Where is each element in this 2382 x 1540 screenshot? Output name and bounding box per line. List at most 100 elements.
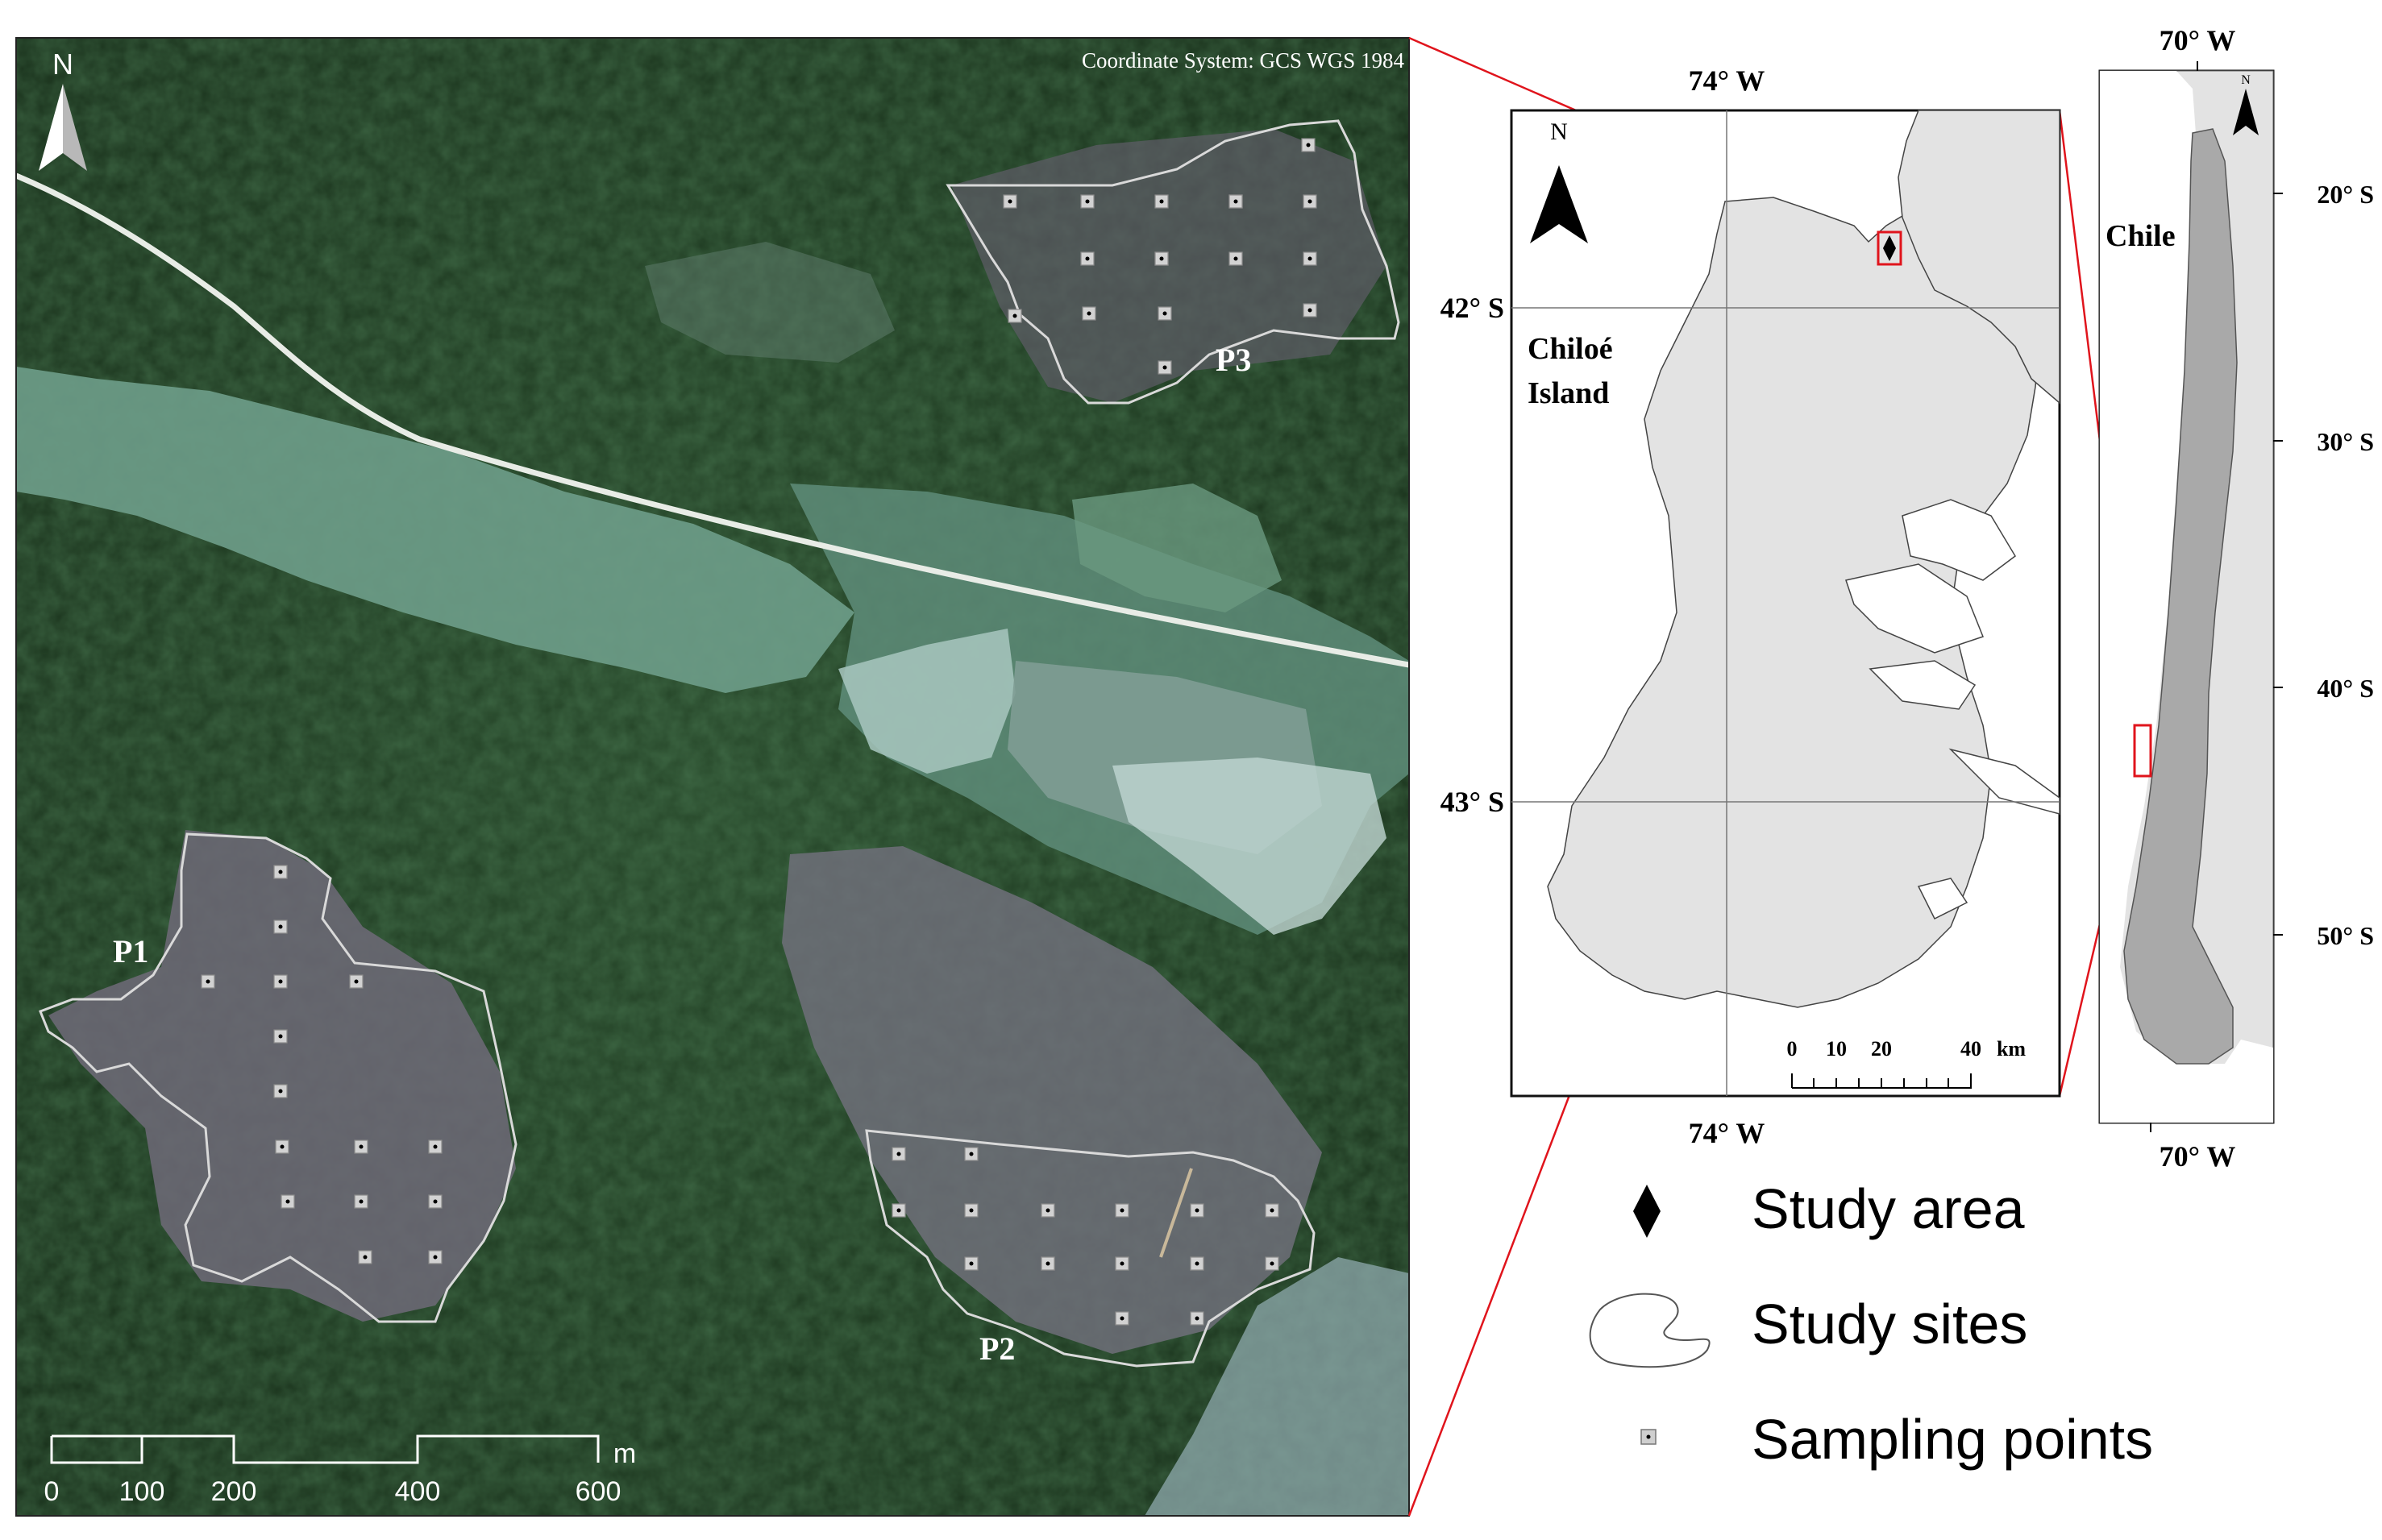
island-bottom-lon: 74° W [1689, 1117, 1765, 1149]
island-lat-43: 43° S [1440, 786, 1504, 818]
island-label-line2: Island [1528, 376, 1609, 410]
sampling-point-dot [1195, 1261, 1199, 1266]
sampling-point-dot [1046, 1261, 1050, 1266]
sampling-point-dot [433, 1144, 438, 1149]
mainland-coast [1898, 110, 2060, 405]
satellite-scalebar-labels: 0 100 200 400 600 m [44, 1438, 637, 1507]
heath-p3 [951, 129, 1386, 403]
site-label-p2: P2 [979, 1330, 1015, 1367]
sampling-point-dot [1159, 256, 1164, 261]
sampling-point-dot [1120, 1261, 1124, 1266]
clearing-north [645, 242, 895, 363]
sampling-point-dot [433, 1199, 438, 1204]
chile-lat-50: 50° S [2317, 921, 2374, 950]
chile-top-lon: 70° W [2160, 24, 2236, 56]
sampling-point-dot [206, 979, 210, 984]
km-tick-10: 10 [1826, 1037, 1847, 1061]
chile-map: N Chile 70° W 70° W 20° S 30° S 40° S 50… [2098, 24, 2374, 1173]
site-p1-outline [39, 832, 518, 1323]
site-p3-outline [946, 119, 1400, 405]
legend: Study area Study sites Sampling points [1589, 1177, 2153, 1471]
island-north-label: N [1550, 118, 1568, 145]
chile-lat-30: 30° S [2317, 427, 2374, 456]
chile-lat-40: 40° S [2317, 674, 2374, 703]
scale-tick-200: 200 [211, 1476, 257, 1507]
field-southeast [1145, 1257, 1409, 1516]
island-scalebar-labels: 0 10 20 40 km [1787, 1037, 2027, 1061]
chile-country-label: Chile [2106, 219, 2176, 253]
sampling-point-dot [1085, 256, 1090, 261]
sampling-point-dot [1233, 199, 1238, 204]
study-area-box [1877, 230, 1902, 266]
legend-sampling-points-label: Sampling points [1752, 1408, 2153, 1471]
sampling-point-dot [1270, 1208, 1274, 1213]
island-label-line1: Chiloé [1528, 332, 1613, 366]
chile-country [2123, 128, 2238, 1065]
island-lat-42: 42° S [1440, 292, 1504, 324]
chile-north-arrow-icon: N [2233, 73, 2259, 135]
island-top-lon: 74° W [1689, 64, 1765, 97]
sampling-point-dot [969, 1261, 974, 1266]
sampling-point-dot [278, 924, 283, 929]
sampling-point-dot [1085, 199, 1090, 204]
sampling-point-dot [359, 1199, 364, 1204]
sampling-point-dot [1087, 311, 1091, 316]
satellite-frame [15, 37, 1410, 1517]
pasture-west [16, 367, 854, 693]
chile-lat-labels: 20° S 30° S 40° S 50° S [2317, 180, 2374, 950]
sampling-point-dot [969, 1208, 974, 1213]
legend-study-area-icon [1633, 1185, 1661, 1238]
sampling-point-dot [278, 1089, 283, 1094]
sampling-point-dot [1195, 1208, 1199, 1213]
satellite-north-arrow-icon: N [39, 48, 87, 171]
sampling-point-dot [1306, 143, 1311, 147]
chile-bottom-lon: 70° W [2160, 1140, 2236, 1173]
scale-unit-m: m [613, 1438, 636, 1469]
km-tick-40: 40 [1960, 1037, 1981, 1061]
chile-lat-ticks [2150, 61, 2283, 1132]
track [1159, 1168, 1193, 1258]
sampling-point-dot [359, 1144, 364, 1149]
sampling-point-dot [1307, 308, 1312, 313]
sampling-point-dot [1233, 256, 1238, 261]
sampling-point-dot [1307, 199, 1312, 204]
sampling-point-dot [278, 870, 283, 874]
km-unit: km [1997, 1037, 2026, 1061]
sampling-point-dot [354, 979, 359, 984]
sampling-point-dot [278, 979, 283, 984]
island-scalebar [1791, 1073, 1972, 1089]
sampling-point-dot [969, 1152, 974, 1156]
islands [1845, 499, 2060, 920]
pasture-east [1072, 484, 1282, 612]
sampling-point-dot [896, 1152, 901, 1156]
sampling-point-dot [1008, 199, 1012, 204]
island-map: N 74° W 74° W 42° S 43° S Chiloé Island … [1440, 64, 2061, 1149]
satellite-scalebar [50, 1434, 600, 1464]
sampling-point-dot [280, 1144, 285, 1149]
sampling-point-dot [1195, 1316, 1199, 1321]
study-area-marker-icon [1883, 235, 1896, 261]
sampling-point-dot [363, 1255, 368, 1260]
scale-tick-0: 0 [44, 1476, 60, 1507]
scale-tick-100: 100 [119, 1476, 165, 1507]
sampling-point-dot [278, 1034, 283, 1039]
sampling-point-dot [896, 1208, 901, 1213]
scale-tick-600: 600 [576, 1476, 621, 1507]
coordinate-system-label: Coordinate System: GCS WGS 1984 [1082, 48, 1405, 73]
legend-study-area-label: Study area [1752, 1177, 2025, 1240]
field-light [838, 629, 1016, 774]
sampling-point-dot [1162, 365, 1167, 370]
sampling-point-dot [1162, 311, 1167, 316]
ocean [2100, 71, 2273, 1123]
satellite-north-label: N [52, 48, 73, 81]
chiloe-locator-box [2133, 724, 2152, 778]
site-label-p3: P3 [1216, 342, 1251, 378]
sampling-point-dot [1159, 199, 1164, 204]
site-label-p1: P1 [113, 933, 148, 969]
km-tick-0: 0 [1787, 1037, 1798, 1061]
sampling-point-dot [1120, 1208, 1124, 1213]
sampling-point-dot [433, 1255, 438, 1260]
heath-south [782, 846, 1322, 1354]
site-p2-outline [865, 1129, 1316, 1368]
